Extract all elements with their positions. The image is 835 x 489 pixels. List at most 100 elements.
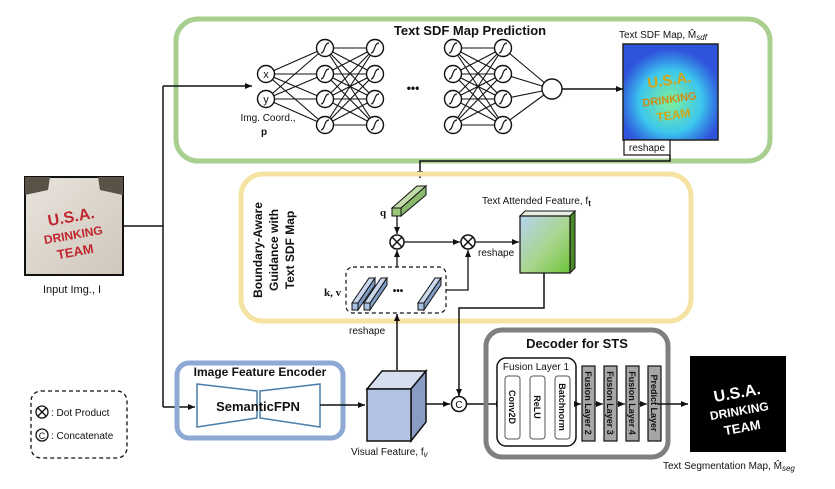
semantic-fpn-label: SemanticFPN — [216, 399, 300, 414]
attended-feature-label: Text Attended Feature, ft — [482, 196, 591, 208]
svg-text:Guidance with: Guidance with — [267, 209, 281, 291]
kv-to-dot2-arrow — [446, 250, 471, 291]
decoder-title: Decoder for STS — [526, 336, 628, 351]
sigmoid-icon — [320, 42, 330, 54]
layer-ellipsis: ••• — [407, 81, 420, 95]
fpn-decoder-shape — [259, 383, 321, 428]
sigmoid-icon — [498, 68, 508, 80]
sigmoid-icon — [448, 42, 458, 54]
sigmoid-icon — [370, 93, 380, 105]
legend-dot-product-label: : Dot Product — [51, 408, 110, 419]
q-label: q — [380, 207, 387, 219]
kv-token-face — [363, 302, 371, 311]
visual-reshape-label: reshape — [349, 326, 386, 337]
decoder-border — [483, 327, 671, 460]
decoder-for-sts: Decoder for STS Fusion Layer 1 Conv2D ReL… — [483, 327, 671, 460]
nn-connection — [265, 47, 326, 100]
sdf-map-text-1: U.S.A. — [646, 69, 692, 92]
legend-dot-product-icon — [35, 405, 49, 419]
decoder-layers: Fusion Layer 2 Fusion Layer 3 Fusion Layer… — [574, 365, 662, 442]
input-neuron — [256, 89, 276, 109]
text-attended-feature — [518, 209, 577, 275]
sigmoid-icon — [370, 42, 380, 54]
visual-feature-cube — [365, 368, 428, 444]
legend: : Dot Product C : Concatenate — [30, 390, 128, 459]
img-coord-p: p — [261, 127, 267, 138]
sdf-to-query-arrow — [417, 155, 671, 178]
attention-reshape-label: reshape — [478, 248, 515, 259]
kv-tokens — [351, 276, 442, 312]
legend-box — [30, 390, 128, 459]
output-neuron — [541, 78, 563, 100]
nn-connection — [452, 98, 504, 126]
svg-text:Text SDF Map: Text SDF Map — [283, 211, 297, 289]
dot-product-1 — [389, 234, 405, 250]
attended-to-concat-arrow — [456, 273, 545, 396]
image-feature-encoder: Image Feature Encoder SemanticFPN — [174, 360, 346, 441]
dot-product-2 — [460, 234, 476, 250]
guidance-module: Boundary-Aware Guidance with Text SDF Ma… — [238, 171, 694, 324]
nn-connection — [452, 47, 504, 75]
sigmoid-icon — [370, 119, 380, 131]
fusion1-part-box — [554, 375, 571, 440]
input-neuron-label: x — [263, 69, 269, 81]
fusion1-part-label: Conv2D — [507, 390, 517, 425]
kv-token-face — [351, 302, 359, 311]
sdf-prediction-module: Text SDF Map Prediction xy Img. Coord., … — [173, 16, 773, 164]
sigmoid-icon — [498, 119, 508, 131]
kv-token-face — [417, 302, 425, 311]
sigmoid-icon — [448, 93, 458, 105]
guidance-module-border — [238, 171, 694, 324]
fusion-layer-1-parts: Conv2D ReLU Batchnorm — [504, 375, 571, 440]
nn-connection — [324, 47, 376, 100]
segmentation-map-label: Text Segmentation Map, M̂seg — [663, 458, 795, 473]
encoder-border — [174, 360, 346, 441]
input-text-3: TEAM — [56, 241, 95, 262]
nn-connection — [324, 47, 376, 75]
sigmoid-icon — [498, 42, 508, 54]
svg-text:Boundary-Aware: Boundary-Aware — [251, 202, 265, 298]
sigmoid-icon — [320, 93, 330, 105]
svg-text:C: C — [39, 431, 46, 441]
legend-concatenate-icon: C — [35, 428, 49, 442]
fusion1-part-box — [529, 375, 546, 440]
visual-feature-label: Visual Feature, fv — [351, 447, 429, 459]
fusion1-part-label: ReLU — [532, 395, 542, 419]
svg-text:C: C — [455, 400, 462, 411]
segmentation-map-image: U.S.A. DRINKING TEAM — [690, 356, 786, 452]
sigmoid-icon — [498, 93, 508, 105]
sigmoid-icon — [320, 119, 330, 131]
sdf-map-image: U.S.A. DRINKING TEAM — [622, 43, 719, 141]
sigmoid-icon — [448, 119, 458, 131]
img-coord-label: Img. Coord., — [240, 113, 295, 124]
decoder-layer-label: Predict Layer — [649, 374, 659, 432]
fpn-encoder-shape — [196, 383, 258, 428]
query-token — [390, 184, 428, 218]
encoder-title: Image Feature Encoder — [194, 365, 327, 379]
legend-concatenate-label: : Concatenate — [51, 431, 114, 442]
fusion-layer-1-title: Fusion Layer 1 — [503, 362, 570, 373]
fusion1-part-label: Batchnorm — [557, 383, 567, 431]
nn-connection — [324, 98, 376, 126]
nn-connection — [324, 47, 376, 126]
input-image: U.S.A. DRINKING TEAM — [24, 176, 124, 276]
input-image-label: Input Img., I — [43, 284, 101, 296]
nn-connection — [265, 73, 326, 100]
sdf-map-label: Text SDF Map, M̂sdf — [619, 27, 708, 42]
decoder-layer-label: Fusion Layer 2 — [583, 371, 593, 435]
kv-label: k, v — [324, 287, 342, 299]
sdf-module-title: Text SDF Map Prediction — [394, 23, 546, 38]
nn-connection — [452, 73, 504, 126]
guidance-module-title: Boundary-Aware Guidance with Text SDF Ma… — [251, 202, 297, 298]
concatenate-node: C — [450, 395, 468, 413]
input-neuron — [256, 64, 276, 84]
nn-connection — [265, 98, 326, 126]
nn-connection — [265, 47, 326, 75]
sigmoid-icon — [370, 68, 380, 80]
sdf-reshape-label: reshape — [629, 143, 666, 154]
decoder-layer-label: Fusion Layer 3 — [605, 371, 615, 435]
decoder-layer-label: Fusion Layer 4 — [627, 371, 637, 435]
nn-connection — [452, 47, 504, 100]
sdf-reshape-box — [623, 139, 671, 156]
sdf-map-text-3: TEAM — [656, 106, 692, 125]
